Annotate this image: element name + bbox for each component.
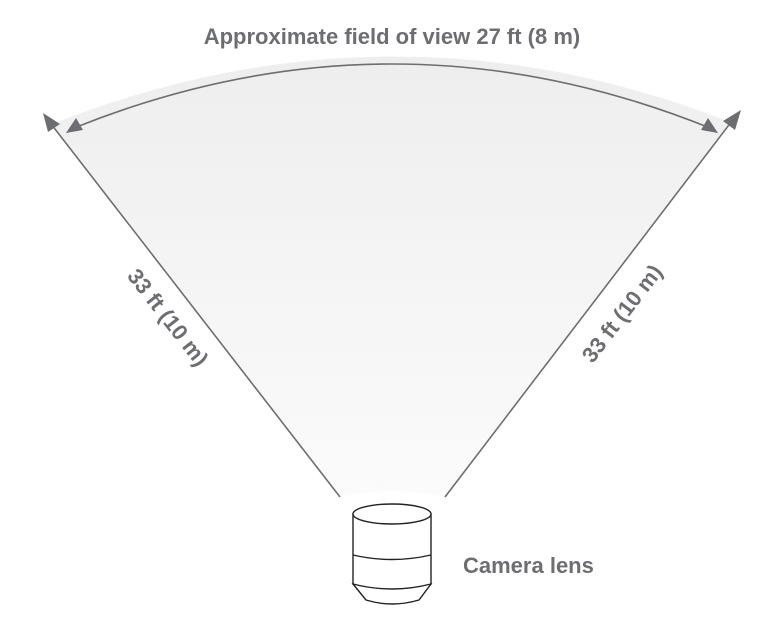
field-of-view-arc <box>73 63 711 129</box>
left-arrowhead-icon <box>43 113 60 132</box>
right-arrowhead-icon <box>723 110 741 130</box>
field-of-view-label: Approximate field of view 27 ft (8 m) <box>204 24 581 49</box>
left-range-line <box>47 119 341 498</box>
field-of-view-area <box>52 56 730 497</box>
arc-right-arrowhead-icon <box>701 118 718 133</box>
camera-lens-icon <box>351 503 433 605</box>
arc-left-arrowhead-icon <box>66 118 83 133</box>
right-range-line <box>444 116 736 498</box>
camera-lens-label: Camera lens <box>463 553 594 578</box>
